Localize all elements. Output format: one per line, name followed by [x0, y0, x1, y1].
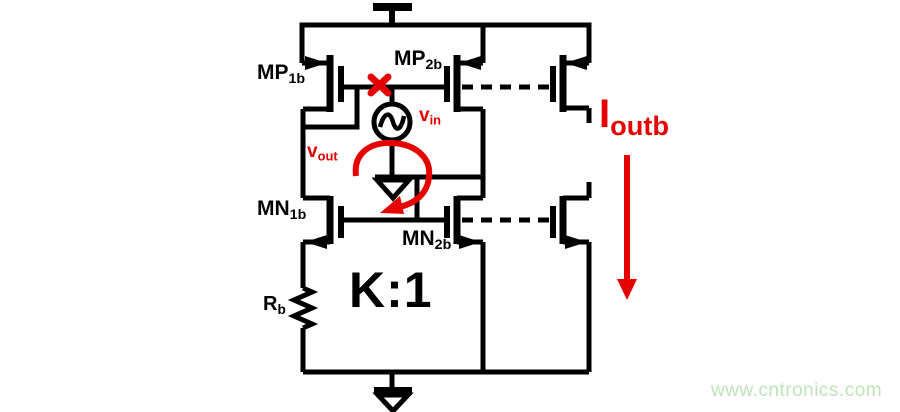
- label-mn2b: MN2b: [402, 227, 452, 253]
- label-vin: vin: [419, 105, 442, 128]
- label-vout: vout: [307, 141, 338, 164]
- loop-arrow-icon: [352, 139, 433, 214]
- watermark-text: www.cntronics.com: [711, 380, 883, 401]
- ground-icon-bottom: [372, 372, 414, 412]
- label-mp2b: MP2b: [394, 47, 443, 73]
- label-ioutb: Ioutb: [599, 92, 670, 142]
- pmos-mp2b-icon: [444, 55, 481, 112]
- nmos-mn2b-icon: [444, 196, 481, 249]
- ac-source-icon: [371, 87, 413, 177]
- vdd-icon: [373, 3, 412, 25]
- output-current-arrow-icon: [617, 155, 637, 300]
- pmos-output-mirror-icon: [550, 55, 587, 112]
- nmos-mn1b-icon: [305, 196, 344, 249]
- resistor-icon: [287, 285, 319, 331]
- wire-right-branch: [563, 60, 592, 372]
- label-mn1b: MN1b: [257, 197, 307, 223]
- ground-icon-signal: [371, 177, 415, 202]
- wire-top-rail: [299, 22, 592, 63]
- break-x-icon: [367, 73, 392, 97]
- label-mp1b: MP1b: [257, 61, 306, 87]
- pmos-mp1b-icon: [305, 55, 344, 112]
- label-mirror-ratio: K:1: [349, 262, 433, 318]
- nmos-output-mirror-icon: [550, 196, 587, 249]
- label-rb: Rb: [263, 293, 286, 317]
